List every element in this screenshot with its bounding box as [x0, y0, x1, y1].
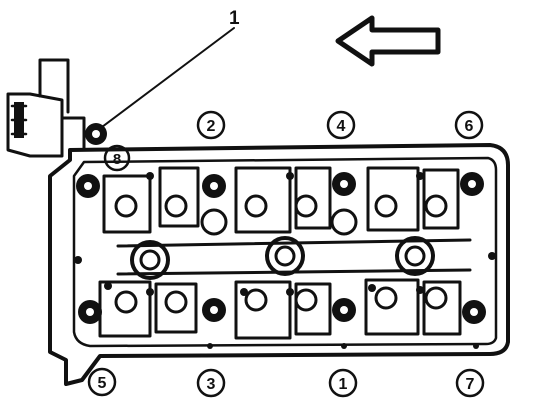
svg-text:3: 3 [207, 376, 216, 393]
head-bolts [76, 123, 486, 324]
svg-text:2: 2 [207, 118, 216, 135]
center-tubes [116, 236, 472, 280]
cylinder-head-outline [48, 143, 510, 386]
sequence-label-6: 6 [454, 110, 484, 140]
svg-text:5: 5 [98, 375, 107, 392]
callout-1: 1 [97, 8, 240, 131]
svg-text:7: 7 [466, 376, 475, 393]
sequence-label-3: 3 [196, 368, 226, 398]
svg-text:4: 4 [337, 118, 346, 135]
rocker-row-bottom [98, 278, 462, 340]
head-bolt-6 [460, 172, 484, 196]
sequence-label-7: 7 [455, 368, 485, 398]
callout-label: 1 [229, 8, 240, 29]
small-fasteners [74, 172, 496, 349]
front-direction-arrow-icon [335, 15, 441, 67]
sequence-label-8: 8 [103, 144, 131, 172]
head-bolt-7 [462, 300, 486, 324]
svg-text:1: 1 [339, 376, 348, 393]
head-bolt-8 [76, 174, 100, 198]
head-bolt-2 [202, 174, 226, 198]
head-bolt-callout [85, 123, 107, 145]
head-bolt-5 [78, 300, 102, 324]
side-bracket [6, 58, 86, 158]
sequence-labels: 2 4 6 8 5 3 1 7 [87, 110, 485, 398]
sequence-label-1: 1 [328, 368, 358, 398]
head-bolt-4 [332, 172, 356, 196]
head-bolt-1 [332, 298, 356, 322]
head-bolt-3 [202, 298, 226, 322]
sequence-label-4: 4 [326, 110, 356, 140]
svg-text:6: 6 [465, 118, 474, 135]
svg-text:8: 8 [113, 151, 121, 168]
sequence-label-2: 2 [196, 110, 226, 140]
rocker-row-top [102, 166, 460, 236]
sequence-label-5: 5 [87, 367, 117, 397]
